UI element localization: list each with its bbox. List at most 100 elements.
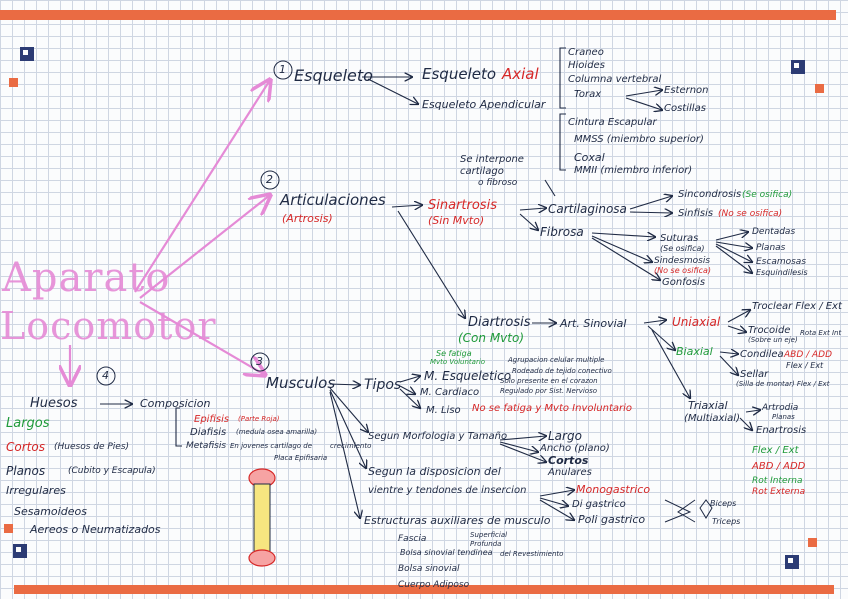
metafisis-note: Placa Epifisaria	[274, 454, 328, 462]
musculos-label: Musculos	[266, 374, 336, 392]
bone-type-item: Planos	[6, 464, 46, 478]
condilea-label: Condilea	[740, 349, 784, 360]
interpone-note: cartilago	[460, 166, 504, 177]
bone-type-item: Sesamoideos	[14, 505, 87, 518]
rotacion-label: Rota Ext Int	[800, 329, 842, 337]
sincondrosis-label: Sincondrosis	[678, 189, 742, 200]
multiaxial-label: (Multiaxial)	[684, 413, 740, 424]
se-fatiga-note: Se fatiga	[436, 349, 472, 358]
enartrosis-label: Enartrosis	[756, 425, 807, 436]
orange-square-icon	[808, 538, 817, 547]
articulaciones-label: Articulaciones	[280, 191, 386, 209]
artrosis-label: (Artrosis)	[282, 212, 333, 225]
tipos-label: Tipos	[364, 377, 402, 393]
number-1: 1	[279, 63, 286, 76]
arrow-to-esqueleto	[134, 80, 270, 293]
sinfisis-note: (No se osifica)	[718, 209, 783, 219]
metafisis-note: crecimiento	[330, 442, 372, 450]
title-line-1: Aparato	[2, 255, 171, 301]
bone-drawing-icon	[248, 468, 276, 567]
triaxial-label: Triaxial	[688, 399, 728, 412]
orange-square-icon	[815, 84, 824, 93]
apendicular-item: Coxal	[574, 151, 605, 164]
corner-mark-icon	[20, 47, 34, 61]
diartrosis-label: Diartrosis	[468, 315, 531, 330]
trocoide-label: Trocoide	[748, 325, 791, 336]
esqueletico-note: Agrupacion celular multiple	[508, 356, 605, 364]
corner-mark-icon	[13, 544, 27, 558]
bottom-border-band	[14, 585, 834, 594]
diafisis-note: (medula osea amarilla)	[236, 428, 318, 436]
uniaxial-label: Uniaxial	[672, 315, 721, 329]
arrow-to-articulaciones	[139, 195, 270, 299]
sutura-type: Esquindilesis	[756, 268, 808, 277]
sellar-label: Sellar	[740, 369, 769, 380]
diafisis-label: Diafisis	[190, 427, 227, 438]
sinfisis-label: Sinfisis	[678, 208, 714, 219]
esqueletico-note: Rodeado de tejido conectivo	[512, 367, 612, 375]
art-sinovial-label: Art. Sinovial	[560, 317, 627, 330]
triceps-label: Triceps	[712, 517, 741, 526]
metafisis-label: Metafisis	[186, 441, 227, 451]
con-mvto-label: (Con Mvto)	[458, 331, 525, 345]
axial-item: Craneo	[568, 47, 604, 58]
number-3: 3	[256, 355, 263, 368]
biceps-label: Biceps	[710, 499, 737, 508]
sutura-type: Escamosas	[756, 257, 807, 267]
sindesmosis-label: Sindesmosis	[654, 256, 711, 266]
torax-item: Esternon	[664, 85, 709, 96]
no-fatiga-note: No se fatiga y Mvto Involuntario	[472, 403, 633, 414]
trocoide-note: (Sobre un eje)	[748, 336, 798, 344]
title-line-2: Locomotor	[0, 304, 217, 348]
apendicular-item: MMSS (miembro superior)	[574, 134, 704, 145]
axial-item: Columna vertebral	[568, 74, 662, 85]
suturas-label: Suturas	[660, 233, 699, 244]
segun-disposicion-label-2: vientre y tendones de insercion	[368, 485, 527, 496]
movement-item: Flex / Ext	[752, 445, 799, 456]
sindesmosis-note: (No se osifica)	[654, 266, 712, 275]
bone-type-item: Irregulares	[6, 484, 66, 497]
esqueletico-label: M. Esqueletico	[424, 369, 512, 383]
biceps-triceps-sketch-icon	[664, 499, 713, 523]
digastrico-label: Di gastrico	[572, 499, 626, 510]
orange-square-icon	[4, 524, 13, 533]
corner-mark-icon	[791, 60, 805, 74]
cardiaco-label: M. Cardiaco	[420, 387, 480, 398]
apendicular-item: MMII (miembro inferior)	[574, 165, 693, 176]
artrodia-label: Artrodia	[762, 403, 799, 413]
fascia-note: Profunda	[470, 540, 502, 548]
orange-square-icon	[9, 78, 18, 87]
cortos-note: (Huesos de Pies)	[54, 442, 130, 452]
composicion-label: Composicion	[140, 397, 211, 410]
sutura-type: Dentadas	[752, 227, 796, 237]
interpone-note: Se interpone	[460, 154, 524, 165]
huesos-label: Huesos	[30, 396, 78, 411]
poligastrico-label: Poli gastrico	[578, 513, 646, 526]
bone-type-item: Cortos	[6, 440, 45, 454]
torax-item: Costillas	[664, 103, 706, 114]
top-border-band	[0, 10, 836, 20]
cartilaginosa-label: Cartilaginosa	[548, 202, 627, 216]
anulares-label: Anulares	[548, 467, 592, 478]
artrodia-note: Planas	[772, 413, 795, 421]
bone-type-item: Aereos o Neumatizados	[30, 523, 161, 536]
metafisis-note: En jovenes cartilago de	[230, 442, 313, 450]
arrow-to-musculos	[139, 301, 265, 375]
estructuras-label: Estructuras auxiliares de musculo	[364, 514, 551, 527]
esqueleto-label: Esqueleto	[294, 66, 373, 85]
biaxial-label: Biaxial	[676, 345, 713, 358]
apendicular-item: Cintura Escapular	[568, 117, 657, 128]
segun-disposicion-label: Segun la disposicion del	[368, 465, 501, 478]
esqueleto-apendicular-label: Esqueleto Apendicular	[422, 98, 546, 111]
movement-item: Rot Externa	[752, 487, 806, 497]
aux-item: Fascia	[398, 534, 427, 544]
monogastrico-label: Monogastrico	[576, 483, 651, 496]
epifisis-note: (Parte Roja)	[238, 415, 280, 423]
mvto-voluntario-note: Mvto Voluntario	[430, 358, 486, 366]
largo-label: Largo	[548, 429, 582, 443]
sinartrosis-label: Sinartrosis	[428, 198, 497, 213]
movement-item: ABD / ADD	[752, 461, 806, 472]
condilea-flex: Flex / Ext	[786, 361, 824, 370]
